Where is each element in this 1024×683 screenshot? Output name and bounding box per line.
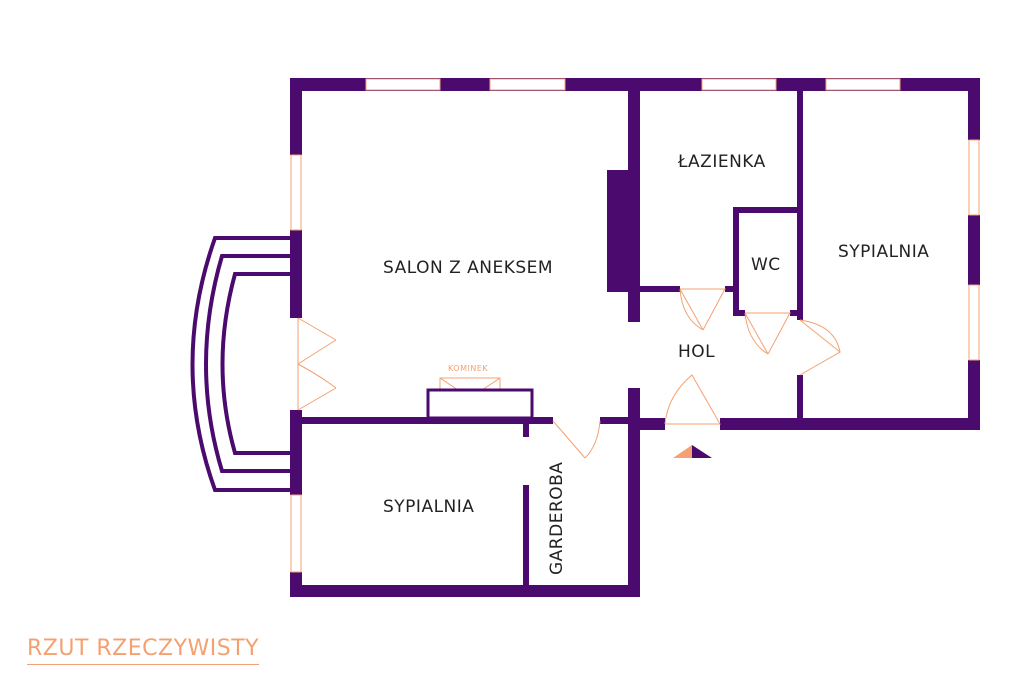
windows [290,78,980,573]
fixture-label-kominek: KOMINEK [448,364,489,373]
room-label-garderoba: GARDEROBA [547,461,567,575]
doors [297,288,841,459]
room-label-sypialnia-right: SYPIALNIA [838,242,930,262]
room-label-hol: HOL [678,342,716,362]
room-label-wc: WC [751,255,781,275]
room-label-lazienka: ŁAZIENKA [678,152,766,172]
entrance-marker-icon [673,445,692,458]
room-label-sypialnia-left: SYPIALNIA [383,497,475,517]
room-label-salon: SALON Z ANEKSEM [383,258,554,278]
bay-window [190,236,290,492]
plan-title: RZUT RZECZYWISTY [27,636,260,665]
walls [290,78,980,597]
entrance-marker-icon [692,445,712,458]
fireplace [426,388,534,420]
